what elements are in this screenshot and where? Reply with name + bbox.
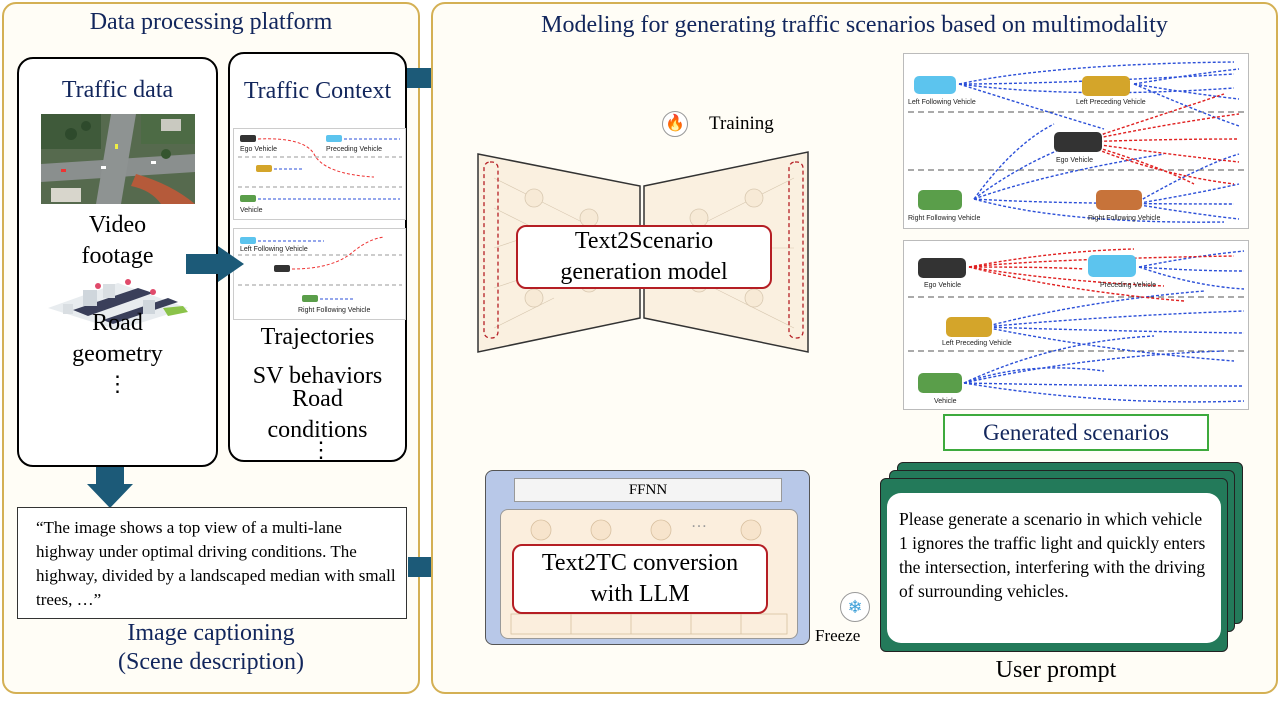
- caption-label-line2: (Scene description): [118, 649, 304, 675]
- video-footage-label: Video footage: [81, 212, 154, 269]
- context-item-road-conditions: Road conditions: [267, 386, 368, 443]
- modeling-title: Modeling for generating traffic scenario…: [541, 12, 1168, 38]
- conversion-line1: Text2TC conversion: [541, 550, 739, 576]
- context-item-trajectories: Trajectories: [260, 324, 375, 350]
- generation-model-line2: generation model: [560, 259, 728, 285]
- conversion-box: Text2TC conversion with LLM: [512, 544, 768, 614]
- road-geometry-image: [43, 278, 193, 330]
- prompt-card-inner: Please generate a scenario in which vehi…: [887, 493, 1221, 643]
- scenario-panel-2: Ego Vehicle Preceding Vehicle Left Prece…: [903, 240, 1249, 410]
- s2-ego-label: Ego Vehicle: [924, 282, 961, 289]
- caption-label-line1: Image captioning: [127, 620, 295, 646]
- s1-right-following-label: Right Following Vehicle: [908, 215, 980, 222]
- data-processing-title: Data processing platform: [89, 9, 333, 35]
- s1-right-following-label-2: Right Following Vehicle: [1088, 215, 1160, 222]
- arrow-data-to-caption: [87, 467, 133, 508]
- user-prompt-label: User prompt: [995, 657, 1117, 683]
- s2-vehicle-label: Vehicle: [934, 398, 957, 405]
- s2-preceding-label: Preceding Vehicle: [1100, 282, 1156, 289]
- caption-text: “The image shows a top view of a multi-l…: [36, 518, 396, 609]
- aerial-photo-image: [40, 114, 195, 204]
- road-geometry-label: Road geometry: [72, 310, 163, 367]
- context-thumbnail-1: Ego Vehicle Preceding Vehicle Vehicle: [233, 128, 406, 220]
- generation-model-box: Text2Scenario generation model: [516, 225, 772, 289]
- snowflake-icon: ❄: [840, 592, 870, 622]
- context-thumbnail-2: Left Following Vehicle Right Following V…: [233, 228, 406, 320]
- fire-icon: 🔥: [662, 111, 688, 137]
- context-item-sv-behaviors: SV behaviors: [252, 363, 383, 389]
- caption-label: Image captioning (Scene description): [2, 619, 420, 677]
- generation-model-line1: Text2Scenario: [574, 228, 714, 254]
- s1-ego-label: Ego Vehicle: [1056, 157, 1093, 164]
- thumb2-right-following-label: Right Following Vehicle: [298, 307, 370, 314]
- s2-left-preceding-label: Left Preceding Vehicle: [942, 340, 1012, 347]
- generated-scenarios-label: Generated scenarios: [943, 414, 1209, 451]
- thumb1-preceding-label: Preceding Vehicle: [326, 146, 382, 153]
- thumb1-ego-label: Ego Vehicle: [240, 146, 277, 153]
- traffic-context-title: Traffic Context: [243, 78, 392, 104]
- traffic-data-title: Traffic data: [61, 77, 174, 103]
- s1-left-following-label: Left Following Vehicle: [908, 99, 976, 106]
- scenario-panel-1: Left Following Vehicle Left Preceding Ve…: [903, 53, 1249, 229]
- llm-dots: …: [691, 514, 707, 531]
- caption-box: “The image shows a top view of a multi-l…: [17, 507, 407, 619]
- traffic-context-box: Traffic Context Ego Vehicle Preceding Ve…: [228, 52, 407, 462]
- traffic-data-box: Traffic data Video footage: [17, 57, 218, 467]
- freeze-label: Freeze: [815, 626, 861, 645]
- ffnn-box: FFNN: [514, 478, 782, 502]
- s1-left-preceding-label: Left Preceding Vehicle: [1076, 99, 1146, 106]
- thumb2-left-following-label: Left Following Vehicle: [240, 246, 308, 253]
- training-label: Training: [709, 113, 774, 134]
- prompt-card: Please generate a scenario in which vehi…: [880, 478, 1228, 652]
- thumb1-vehicle-label: Vehicle: [240, 207, 263, 214]
- arrow-data-to-context: [186, 246, 244, 282]
- conversion-line2: with LLM: [590, 581, 690, 607]
